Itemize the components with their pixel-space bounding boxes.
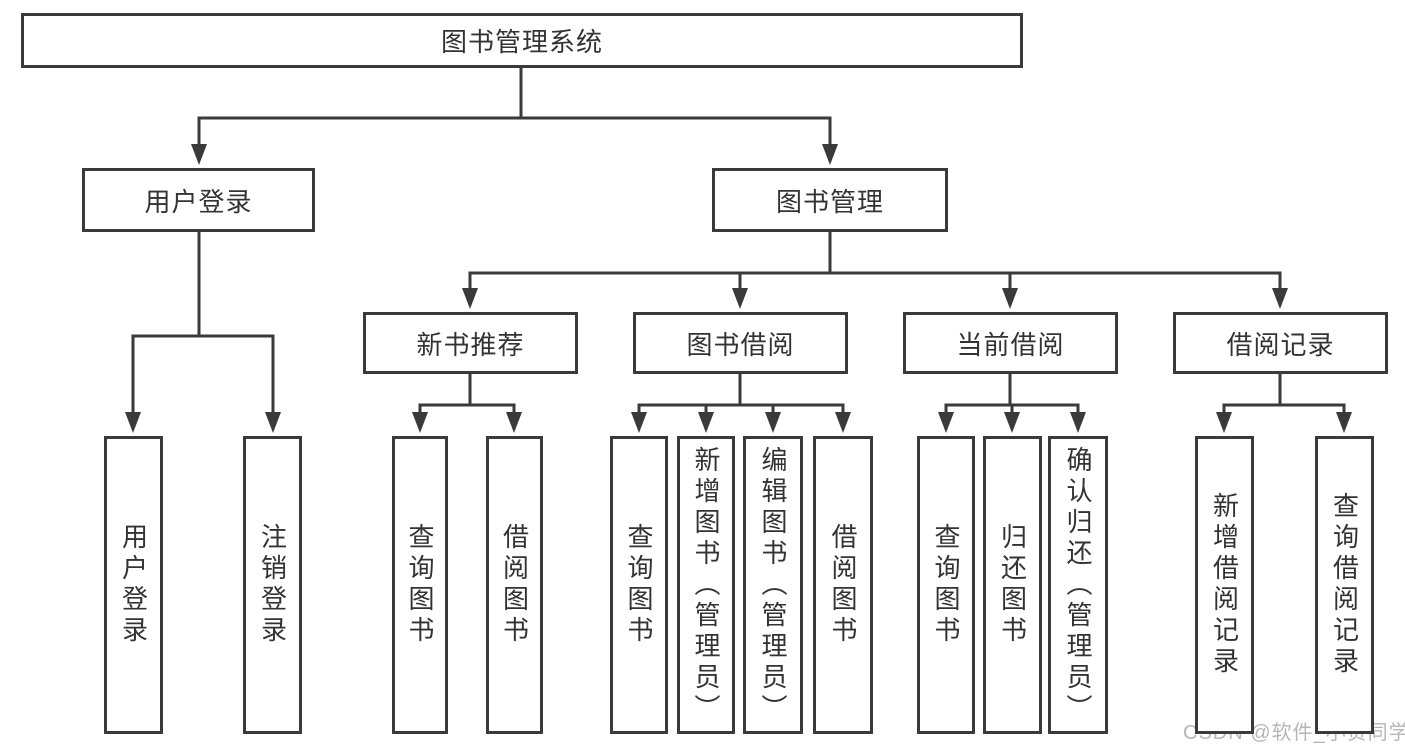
node-borrow-books-2: 借阅图书 <box>813 436 873 734</box>
node-label: 编辑图书（管理员） <box>758 445 788 725</box>
node-label: 借阅图书 <box>499 523 530 647</box>
node-label: 确认归还（管理员） <box>1063 445 1093 725</box>
node-edit-books-admin: 编辑图书（管理员） <box>743 436 803 734</box>
node-user-login: 用户登录 <box>82 168 315 232</box>
node-search-books-1: 查询图书 <box>392 436 448 734</box>
node-confirm-return-admin: 确认归还（管理员） <box>1048 436 1108 734</box>
node-label: 当前借阅 <box>956 329 1065 360</box>
node-label: 新增图书（管理员） <box>691 445 721 725</box>
node-label: 用户登录 <box>118 523 149 647</box>
node-return-books: 归还图书 <box>983 436 1042 734</box>
node-book-management: 图书管理 <box>712 168 948 232</box>
node-label: 注销登录 <box>257 523 288 647</box>
node-label: 查询图书 <box>405 523 435 647</box>
node-label: 查询图书 <box>624 523 654 647</box>
node-label: 借阅图书 <box>828 523 858 647</box>
node-label: 图书管理系统 <box>440 27 603 57</box>
node-label: 图书管理 <box>775 186 884 217</box>
node-label: 查询图书 <box>931 523 961 647</box>
node-label: 用户登录 <box>144 186 253 217</box>
node-label: 图书借阅 <box>686 329 795 360</box>
node-book-borrow: 图书借阅 <box>633 312 848 374</box>
node-label: 借阅记录 <box>1226 329 1335 360</box>
node-search-books-3: 查询图书 <box>917 436 975 734</box>
node-add-borrow-record: 新增借阅记录 <box>1195 436 1254 734</box>
node-label: 新书推荐 <box>416 329 525 360</box>
node-borrow-books-1: 借阅图书 <box>486 436 543 734</box>
node-add-books-admin: 新增图书（管理员） <box>677 436 735 734</box>
node-borrow-record: 借阅记录 <box>1173 312 1388 374</box>
node-label: 归还图书 <box>997 523 1028 647</box>
node-logout: 注销登录 <box>243 436 302 734</box>
node-search-borrow-record: 查询借阅记录 <box>1315 436 1374 734</box>
node-current-borrow: 当前借阅 <box>903 312 1118 374</box>
node-label: 新增借阅记录 <box>1209 492 1240 678</box>
node-root: 图书管理系统 <box>21 13 1023 68</box>
node-do-user-login: 用户登录 <box>104 436 163 734</box>
node-label: 查询借阅记录 <box>1329 492 1360 678</box>
node-new-book-recommend: 新书推荐 <box>363 312 578 374</box>
node-search-books-2: 查询图书 <box>610 436 668 734</box>
